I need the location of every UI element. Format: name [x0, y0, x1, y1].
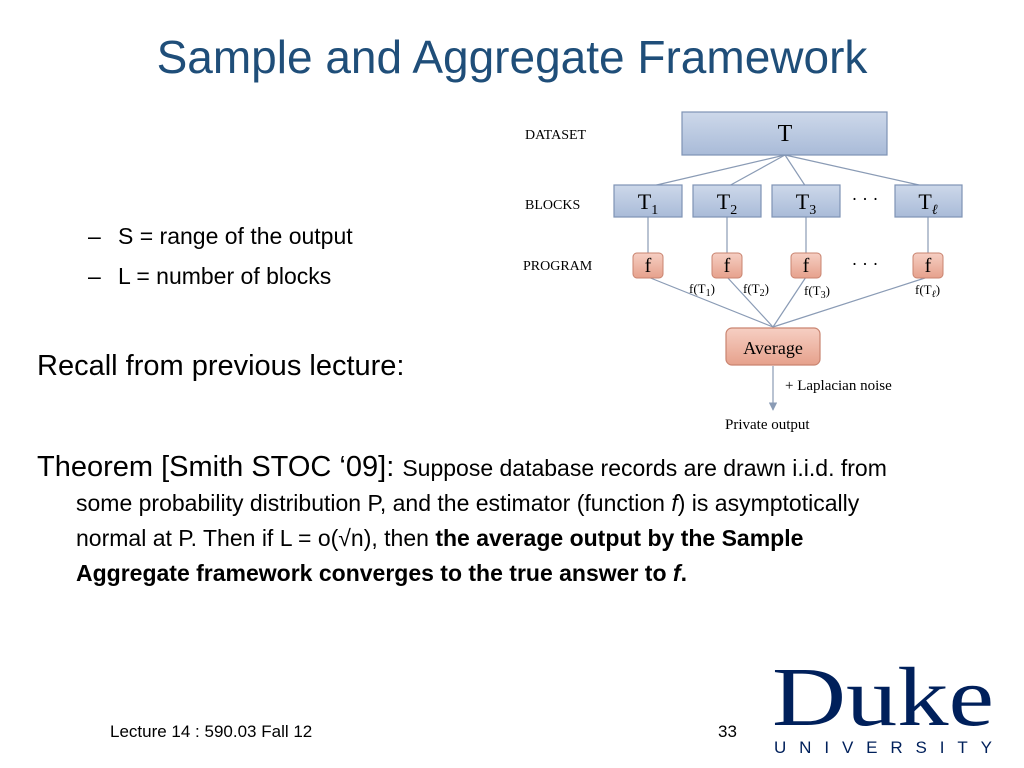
program-ellipsis: · · · — [852, 254, 879, 274]
block-label: T — [717, 189, 731, 214]
program-f-label: f — [645, 255, 652, 277]
theorem-line2: some probability distribution P, and the… — [37, 486, 997, 521]
output-end: ) — [711, 281, 715, 296]
logo-word: Duke — [772, 655, 994, 744]
output-label-3: f(T3) — [804, 283, 830, 301]
row-label-blocks: BLOCKS — [525, 198, 580, 213]
theorem-line3: normal at P. Then if L = o(√n), then the… — [37, 521, 997, 556]
row-label-dataset: DATASET — [525, 128, 587, 143]
output-end: ) — [936, 282, 940, 297]
theorem-bold2-text: Aggregate framework converges to the tru… — [76, 560, 673, 586]
output-base: f(T — [743, 281, 760, 296]
program-f-label: f — [925, 255, 932, 277]
theorem-line3-part: normal at P. Then if L = o(√n), then — [76, 525, 436, 551]
page-number: 33 — [718, 722, 737, 741]
theorem-bold2: Aggregate framework converges to the tru… — [76, 560, 687, 586]
svg-text:T1: T1 — [638, 189, 658, 218]
private-output-label: Private output — [725, 417, 810, 433]
average-label: Average — [743, 338, 803, 358]
output-sub: ℓ — [932, 289, 936, 300]
program-f-2: f — [711, 252, 743, 279]
block-label: T — [638, 189, 652, 214]
block-sub: 2 — [730, 203, 737, 218]
slide-title: Sample and Aggregate Framework — [156, 31, 868, 83]
row-label-program: PROGRAM — [523, 259, 593, 274]
output-sub: 3 — [821, 290, 826, 301]
block-node-2: T2 — [692, 184, 762, 218]
theorem-bold1: the average output by the Sample — [435, 525, 804, 551]
program-f-label: f — [803, 255, 810, 277]
block-label: T — [796, 189, 810, 214]
theorem-line1: Suppose database records are drawn i.i.d… — [402, 455, 887, 481]
bullet-list: –S = range of the output –L = number of … — [88, 216, 353, 296]
noise-label: + Laplacian noise — [785, 378, 892, 394]
theorem-lead: Theorem [Smith STOC ‘09]: — [37, 451, 403, 483]
output-label-l: f(Tℓ) — [915, 282, 940, 300]
block-sub: 1 — [651, 203, 658, 218]
block-node-3: T3 — [771, 184, 841, 218]
average-node — [725, 327, 821, 366]
theorem-line4: Aggregate framework converges to the tru… — [37, 556, 997, 591]
svg-text:Tℓ: Tℓ — [918, 189, 937, 218]
footer-lecture: Lecture 14 : 590.03 Fall 12 — [110, 722, 313, 741]
bullet-text: S = range of the output — [118, 223, 353, 249]
bullet-dash: – — [88, 263, 101, 289]
program-f-3: f — [790, 252, 822, 279]
block-node-l: Tℓ — [894, 184, 963, 218]
output-base: f(T — [804, 283, 821, 298]
recall-text: Recall from previous lecture: — [37, 350, 405, 382]
bullet-text: L = number of blocks — [118, 263, 332, 289]
block-sub: 3 — [809, 203, 816, 218]
program-f-l: f — [912, 252, 944, 279]
output-sub: 2 — [760, 288, 765, 299]
bullet-item: –S = range of the output — [88, 216, 353, 256]
theorem-bold-end: . — [680, 560, 687, 586]
bullet-dash: – — [88, 223, 101, 249]
output-base: f(T — [689, 281, 706, 296]
block-label: T — [918, 189, 932, 214]
block-sub: ℓ — [932, 203, 938, 218]
output-base: f(T — [915, 282, 932, 297]
function-f-bold: f — [672, 560, 681, 586]
program-f-1: f — [632, 252, 664, 279]
output-label-2: f(T2) — [743, 281, 769, 299]
duke-logo: Duke UNIVERSITY — [772, 655, 994, 757]
theorem-line2-part: some probability distribution P, and the… — [76, 490, 672, 516]
theorem-paragraph: Theorem [Smith STOC ‘09]: Suppose databa… — [37, 450, 997, 591]
blocks-ellipsis: · · · — [852, 189, 879, 209]
theorem-line2-part: ) is asymptotically — [677, 490, 860, 516]
program-f-label: f — [724, 255, 731, 277]
svg-text:T3: T3 — [796, 189, 816, 218]
output-label-1: f(T1) — [689, 281, 715, 299]
function-f: f — [671, 490, 678, 516]
dataset-connectors — [647, 154, 929, 328]
block-node-1: T1 — [613, 184, 683, 218]
dataset-node-label: T — [778, 121, 793, 147]
sample-aggregate-diagram: DATASET BLOCKS PROGRAM T T1 T2 T3 Tℓ · ·… — [523, 111, 963, 433]
output-sub: 1 — [706, 288, 711, 299]
svg-text:T2: T2 — [717, 189, 737, 218]
dataset-node — [681, 111, 888, 156]
output-end: ) — [826, 283, 830, 298]
bullet-item: –L = number of blocks — [88, 256, 353, 296]
output-end: ) — [765, 281, 769, 296]
